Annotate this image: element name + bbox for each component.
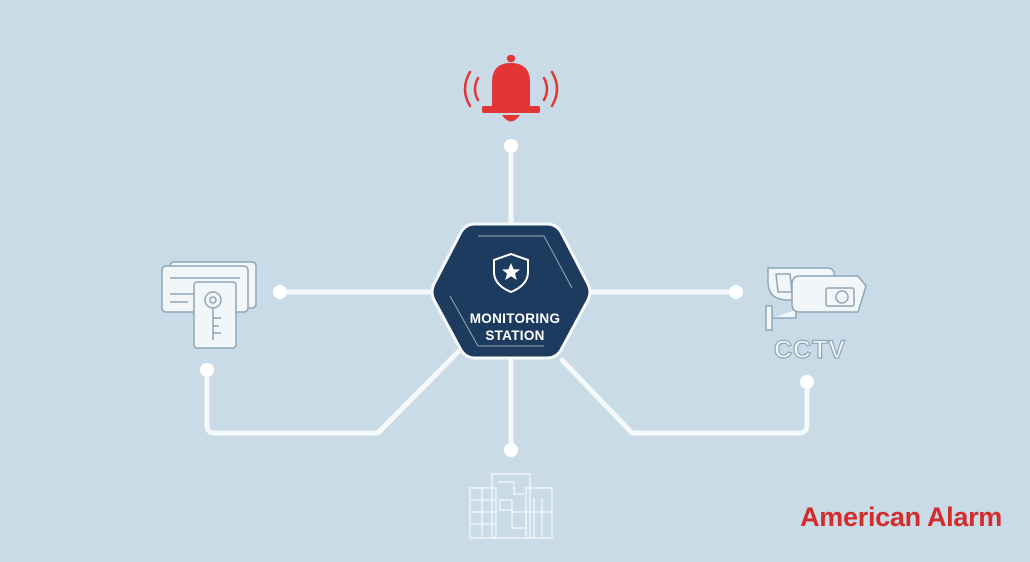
connector-right-loop [559,357,810,436]
cctv-text: CCTV [773,335,847,364]
endpoint-building [504,443,518,457]
monitoring-station-line2: STATION [485,328,545,343]
building-floorplan-icon[interactable] [469,473,553,539]
keycard-access-icon[interactable] [161,261,257,349]
endpoint-cctv [729,285,743,299]
endpoint-right-loop [800,375,814,389]
cctv-camera-icon[interactable] [765,267,867,331]
endpoint-left-loop [200,363,214,377]
brand-logo-text: American Alarm [800,502,1002,532]
monitoring-station-line1: MONITORING [469,311,561,326]
monitoring-station-label: MONITORING STATION [440,310,590,344]
monitoring-station-node[interactable] [430,222,592,360]
connectors [204,143,810,453]
connector-left-loop [204,349,461,436]
shield-star-icon [493,252,529,294]
alarm-bell-icon[interactable] [463,55,559,122]
endpoint-alarm [504,139,518,153]
endpoint-access [273,285,287,299]
connector-endpoints [200,139,814,457]
